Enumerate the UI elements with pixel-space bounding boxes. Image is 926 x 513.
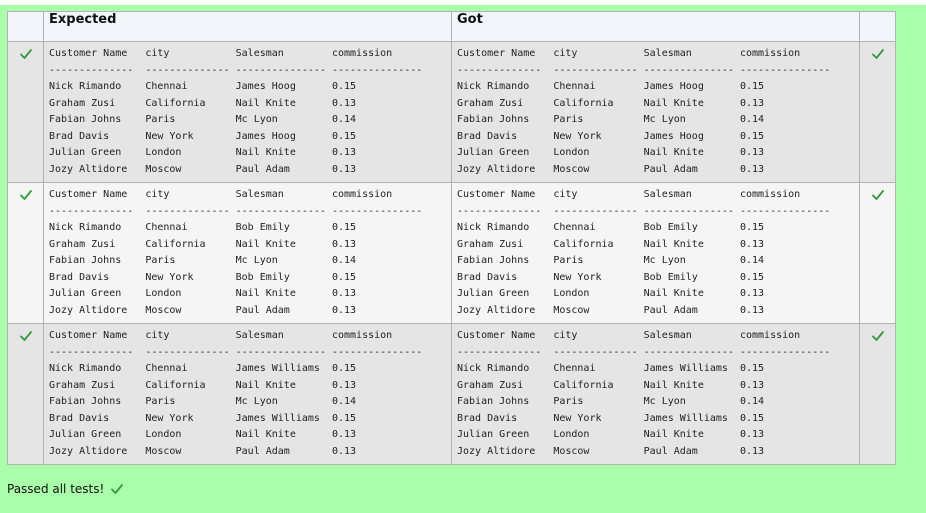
test-status-left — [7, 323, 44, 465]
summary-text: Passed all tests! — [7, 482, 105, 496]
check-icon — [19, 331, 32, 341]
expected-output-text: Customer Name city Salesman commission -… — [49, 48, 423, 175]
test-status-left — [7, 41, 44, 183]
header-mark-cell — [7, 11, 44, 42]
test-row-2: Customer Name city Salesman commission -… — [7, 182, 896, 324]
test-status-right — [859, 182, 896, 324]
test-status-right — [859, 323, 896, 465]
header-got: Got — [451, 11, 860, 42]
check-icon — [871, 49, 884, 59]
test-status-left — [7, 182, 44, 324]
check-icon — [111, 484, 124, 494]
check-icon — [871, 190, 884, 200]
got-output: Customer Name city Salesman commission -… — [451, 41, 860, 183]
test-row-3: Customer Name city Salesman commission -… — [7, 323, 896, 465]
got-output: Customer Name city Salesman commission -… — [451, 182, 860, 324]
check-icon — [19, 49, 32, 59]
expected-output-text: Customer Name city Salesman commission -… — [49, 330, 423, 457]
got-output-text: Customer Name city Salesman commission -… — [457, 189, 831, 316]
got-output-text: Customer Name city Salesman commission -… — [457, 48, 831, 175]
got-output: Customer Name city Salesman commission -… — [451, 323, 860, 465]
check-icon — [19, 190, 32, 200]
test-summary: Passed all tests! — [7, 482, 124, 496]
header-mark-cell-right — [859, 11, 896, 42]
results-header-row: Expected Got — [7, 11, 896, 42]
got-output-text: Customer Name city Salesman commission -… — [457, 330, 831, 457]
test-status-right — [859, 41, 896, 183]
expected-output: Customer Name city Salesman commission -… — [43, 41, 452, 183]
expected-output: Customer Name city Salesman commission -… — [43, 182, 452, 324]
test-results-table: Expected Got Customer Name city Salesman… — [7, 11, 896, 465]
check-icon — [871, 331, 884, 341]
header-expected: Expected — [43, 11, 452, 42]
expected-output: Customer Name city Salesman commission -… — [43, 323, 452, 465]
test-row-1: Customer Name city Salesman commission -… — [7, 41, 896, 183]
expected-output-text: Customer Name city Salesman commission -… — [49, 189, 423, 316]
